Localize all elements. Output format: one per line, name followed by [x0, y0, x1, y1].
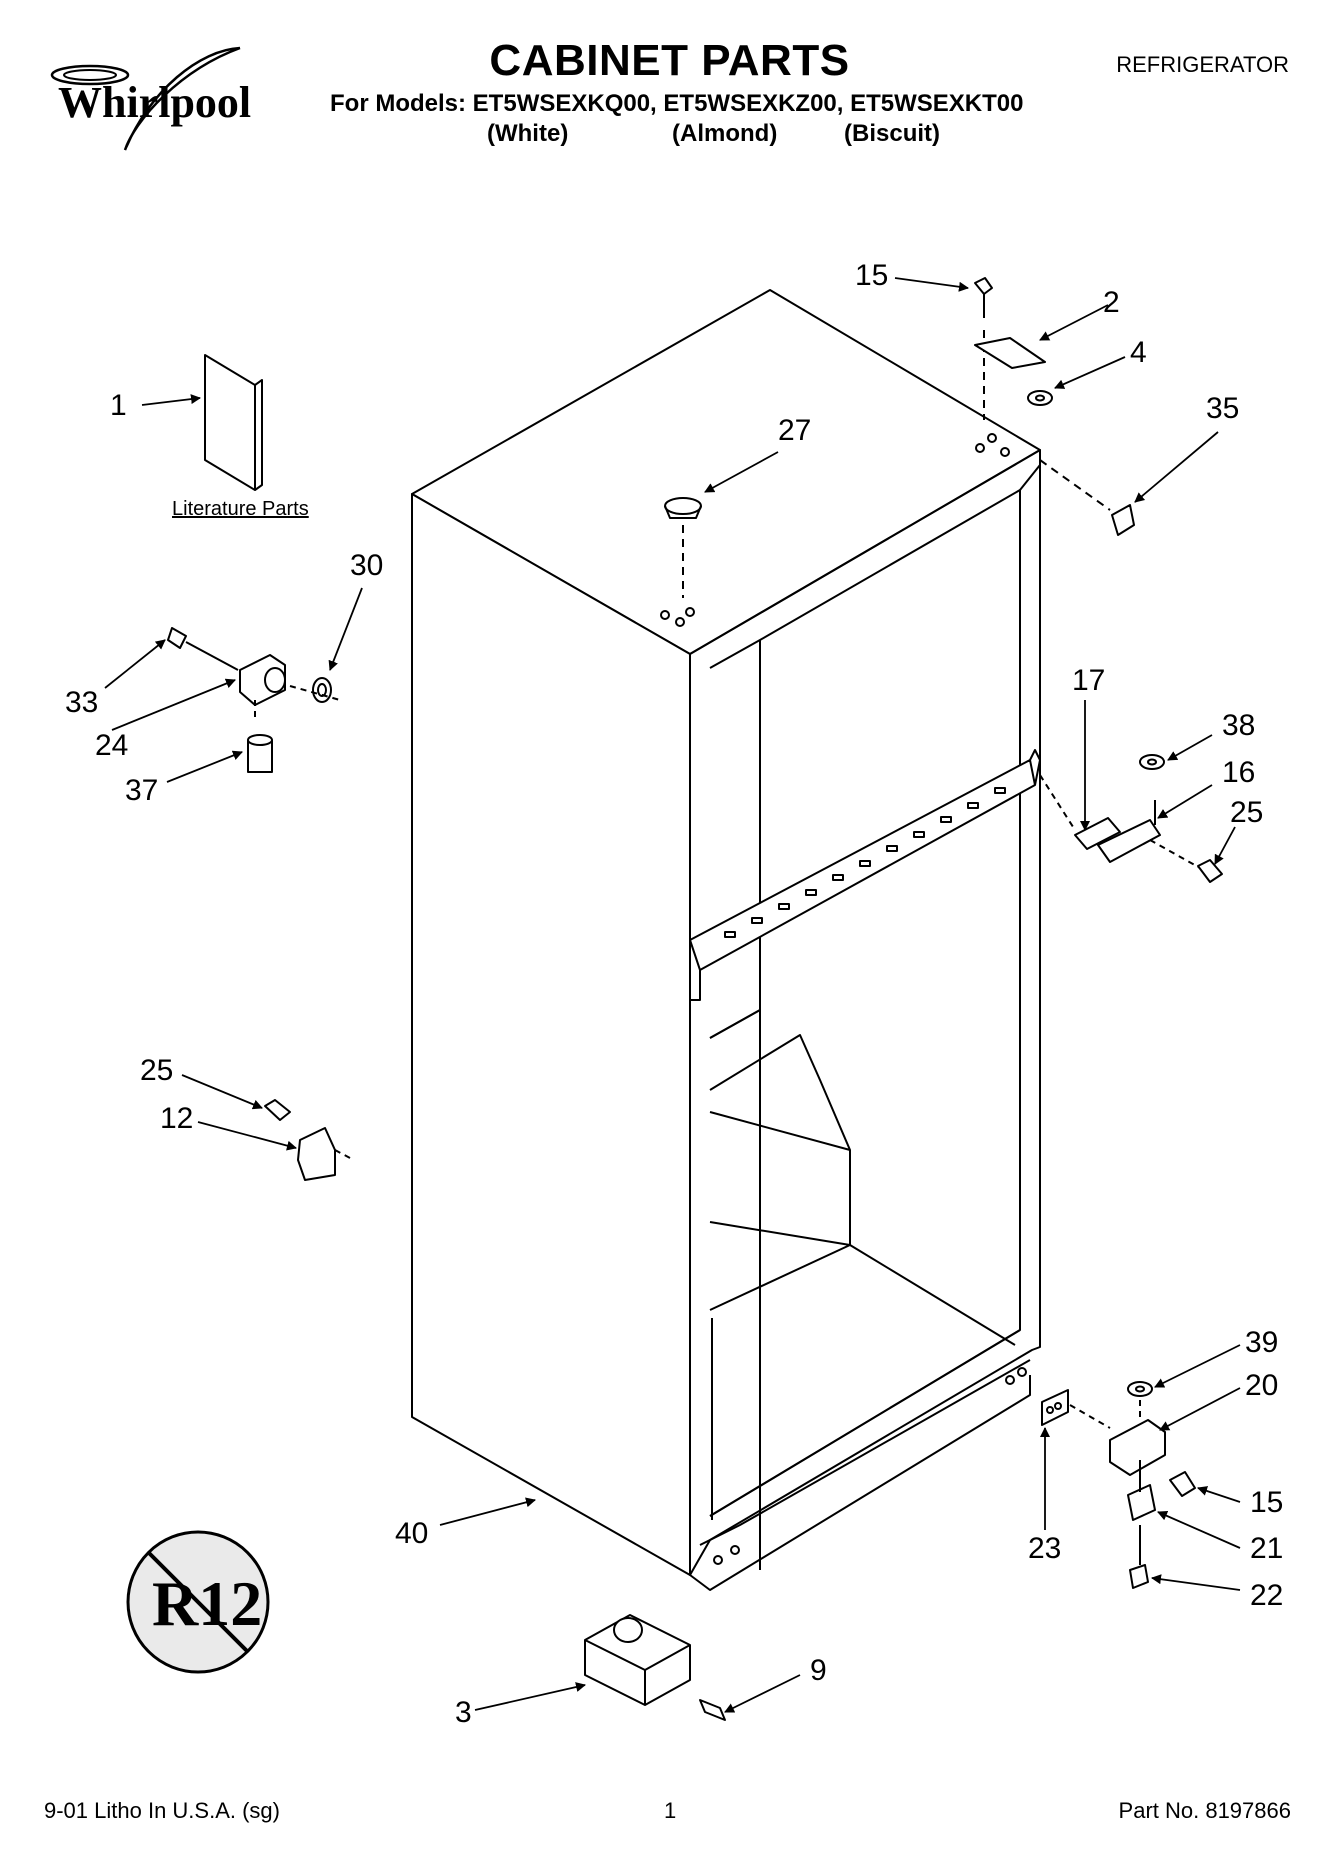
footer-part-number: Part No. 8197866	[1118, 1798, 1291, 1823]
pin-9	[699, 1699, 726, 1721]
callout-15-top: 15	[855, 259, 888, 292]
variant-almond: (Almond)	[672, 120, 778, 147]
plug-27	[664, 497, 702, 515]
spacer-17	[1074, 817, 1121, 850]
washer-39	[1127, 1381, 1153, 1397]
hinge-20	[1109, 1419, 1166, 1476]
literature-book	[204, 354, 256, 491]
callout-3: 3	[455, 1696, 472, 1729]
screw-25-mid	[1197, 859, 1223, 883]
screw-22	[1129, 1564, 1149, 1589]
header-title: CABINET PARTS	[489, 36, 850, 85]
pin-21	[1127, 1484, 1156, 1521]
washer-38	[1139, 754, 1165, 770]
callout-39: 39	[1245, 1326, 1278, 1359]
callout-12: 12	[160, 1102, 193, 1135]
screw-15-bottom	[1169, 1471, 1196, 1497]
literature-parts-label: Literature Parts	[172, 498, 309, 520]
callout-35: 35	[1206, 392, 1239, 425]
divider-holes	[724, 787, 1006, 938]
bushing-30	[312, 677, 332, 703]
svg-text:R12: R12	[152, 1568, 262, 1639]
callout-23: 23	[1028, 1532, 1061, 1565]
cabinet-left-side	[411, 493, 691, 1576]
footer-litho: 9-01 Litho In U.S.A. (sg)	[44, 1798, 280, 1823]
footer-page-number: 1	[664, 1798, 677, 1823]
variant-white: (White)	[487, 120, 569, 147]
variant-biscuit: (Biscuit)	[844, 120, 940, 147]
callout-15-bottom: 15	[1250, 1486, 1283, 1519]
callout-4: 4	[1130, 336, 1147, 369]
cap-35	[1111, 504, 1135, 536]
whirlpool-logo: Whirlpool	[50, 46, 251, 151]
callout-20: 20	[1245, 1369, 1278, 1402]
category-label: REFRIGERATOR	[1116, 52, 1289, 77]
screw-15-top	[974, 277, 993, 295]
callout-16: 16	[1222, 756, 1255, 789]
callout-9: 9	[810, 1654, 827, 1687]
callout-25-left: 25	[140, 1054, 173, 1087]
roller-3	[584, 1614, 691, 1706]
models-list: ET5WSEXKQ00, ET5WSEXKZ00, ET5WSEXKT00	[472, 90, 1024, 117]
callout-21: 21	[1250, 1532, 1283, 1565]
callout-27: 27	[778, 414, 811, 447]
no-r12-badge: R12	[126, 1530, 270, 1674]
callout-30: 30	[350, 549, 383, 582]
callout-2: 2	[1103, 286, 1120, 319]
clip-12	[297, 1127, 336, 1181]
callout-33: 33	[65, 686, 98, 719]
screw-25-left	[264, 1099, 291, 1121]
washer-4	[1027, 390, 1053, 406]
callout-17: 17	[1072, 664, 1105, 697]
models-line: For Models: ET5WSEXKQ00, ET5WSEXKZ00, ET…	[330, 90, 1024, 118]
callout-37: 37	[125, 774, 158, 807]
callout-25-mid: 25	[1230, 796, 1263, 829]
models-prefix: For Models:	[330, 90, 473, 117]
screw-33	[167, 627, 187, 649]
callout-38: 38	[1222, 709, 1255, 742]
callout-1: 1	[110, 389, 127, 422]
brand-wordmark: Whirlpool	[58, 78, 251, 127]
hinge-16	[1097, 819, 1161, 863]
callout-40: 40	[395, 1517, 428, 1550]
hinge-plate-2	[974, 337, 1046, 369]
callout-22: 22	[1250, 1579, 1283, 1612]
callout-24: 24	[95, 729, 128, 762]
